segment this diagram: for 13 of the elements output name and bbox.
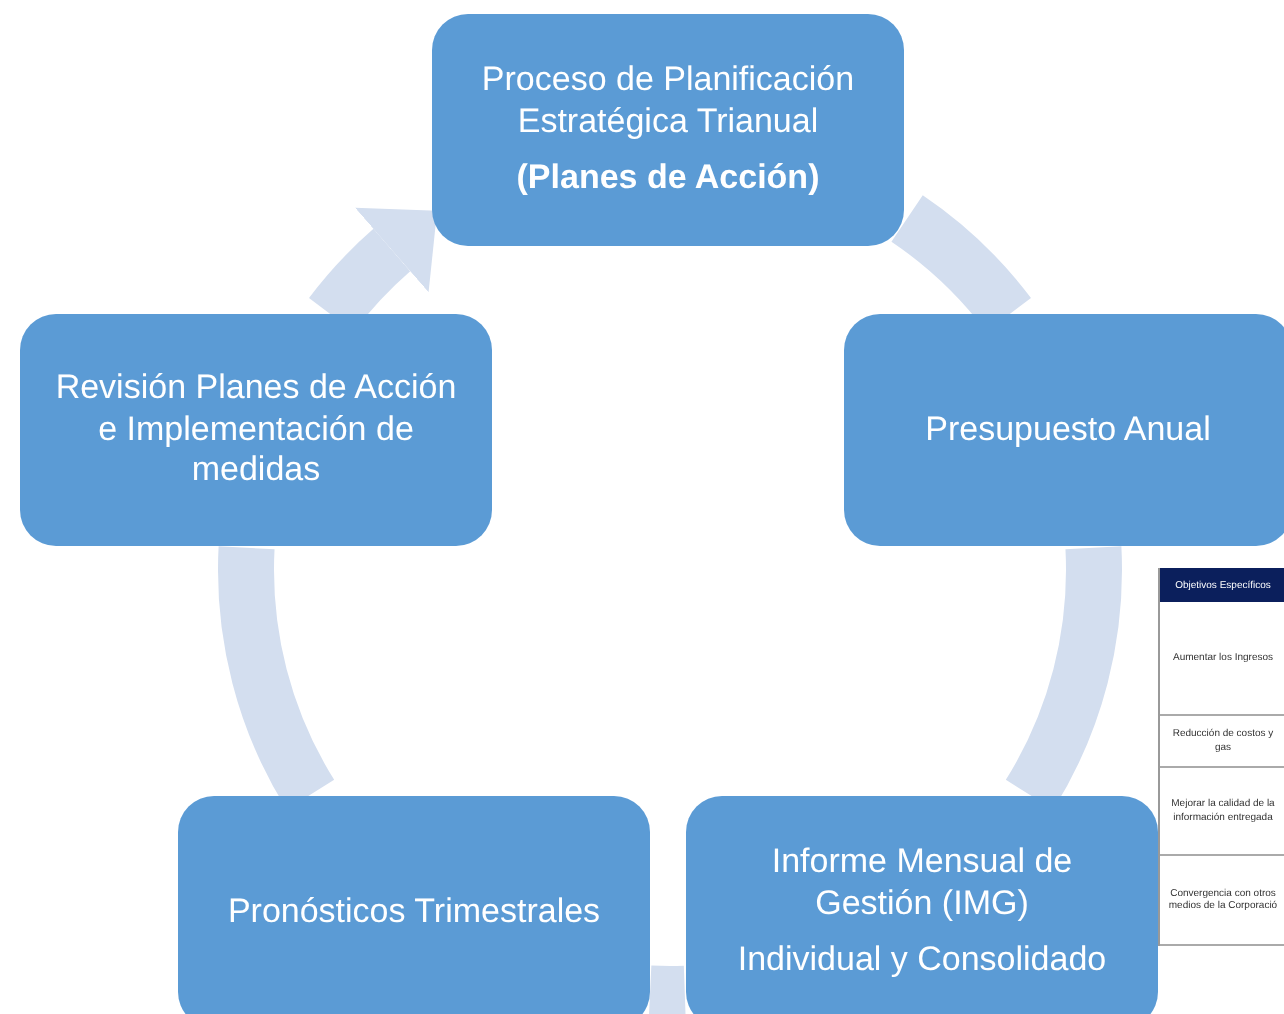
process-box xyxy=(686,796,1158,1014)
box-text: Informe Mensual de Gestión (IMG) xyxy=(769,841,1075,925)
box-text: Pronósticos Trimestrales xyxy=(227,891,601,933)
box-text: Proceso de Planificación Estratégica Trianual xyxy=(479,59,857,143)
process-box xyxy=(432,14,904,246)
box-text: Individual y Consolidado xyxy=(737,940,1107,983)
process-box xyxy=(178,796,650,1014)
box-text: Presupuesto Anual xyxy=(925,409,1211,451)
process-box xyxy=(20,314,492,546)
cycle-connector xyxy=(648,965,686,1014)
box-text: Revisión Planes de Acción e Implementación de medidas xyxy=(53,367,459,493)
box-text: (Planes de Acción) xyxy=(516,158,820,201)
process-box xyxy=(844,314,1284,546)
